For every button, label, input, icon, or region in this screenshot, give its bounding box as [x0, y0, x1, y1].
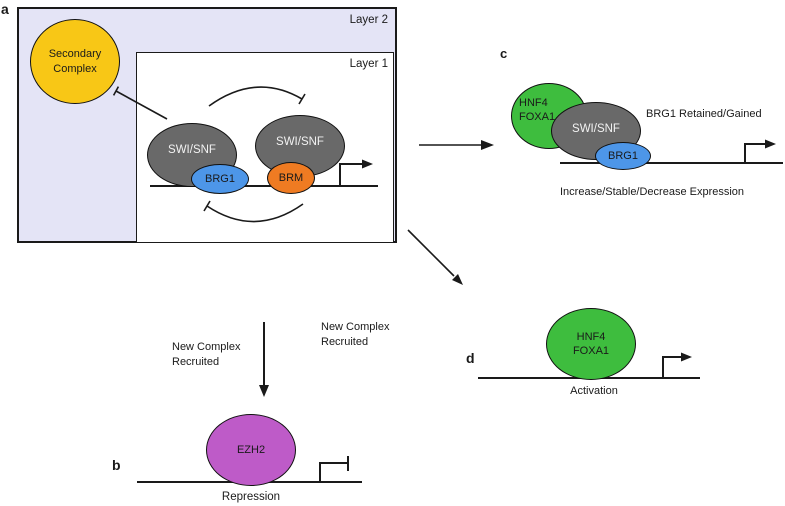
arrow-a-to-d — [407, 229, 455, 277]
promoter-arrowhead-c — [765, 139, 776, 149]
arrowhead-a-to-d — [452, 274, 463, 285]
repression-caption: Repression — [221, 491, 281, 503]
panel-a-label: a — [1, 1, 9, 17]
inhibition-tbar-top — [298, 93, 306, 105]
inhibition-arc-top — [208, 86, 303, 107]
expression-caption: Increase/Stable/Decrease Expression — [560, 186, 745, 198]
secondary-complex-node: Secondary Complex — [30, 19, 120, 104]
inhibition-arc-bottom — [206, 203, 304, 223]
activation-caption: Activation — [570, 385, 618, 397]
ezh2-node: EZH2 — [206, 414, 296, 486]
arrowhead-new-complex — [259, 385, 269, 397]
panel-c-label: c — [500, 46, 508, 61]
promoter-arrowhead-d — [681, 352, 692, 362]
panel-d-label: d — [466, 350, 475, 366]
new-complex-label-left: New Complex Recruited — [172, 341, 241, 368]
promoter-repressed-b — [319, 462, 348, 482]
arrowhead-a-to-c — [481, 140, 494, 150]
layer1-label: Layer 1 — [349, 58, 388, 70]
brg1-subunit-a: BRG1 — [191, 164, 249, 194]
inhibition-tbar-bottom — [203, 200, 211, 212]
new-complex-label-right: New Complex Recruited — [321, 321, 390, 348]
brg1-retained-annotation: BRG1 Retained/Gained — [646, 108, 762, 120]
brg1-subunit-c: BRG1 — [595, 142, 651, 170]
promoter-arrow-a — [339, 163, 363, 186]
inhibition-tbar-secondary — [112, 86, 120, 96]
inhibition-line-secondary — [115, 90, 168, 120]
promoter-arrow-c — [744, 143, 766, 163]
brm-subunit: BRM — [267, 162, 315, 194]
layer2-label: Layer 2 — [349, 14, 388, 26]
promoter-arrowhead-a — [362, 159, 373, 169]
hnf4-foxa1-node-d: HNF4 FOXA1 — [546, 308, 636, 380]
panel-b-label: b — [112, 457, 121, 473]
promoter-arrow-d — [662, 356, 682, 378]
